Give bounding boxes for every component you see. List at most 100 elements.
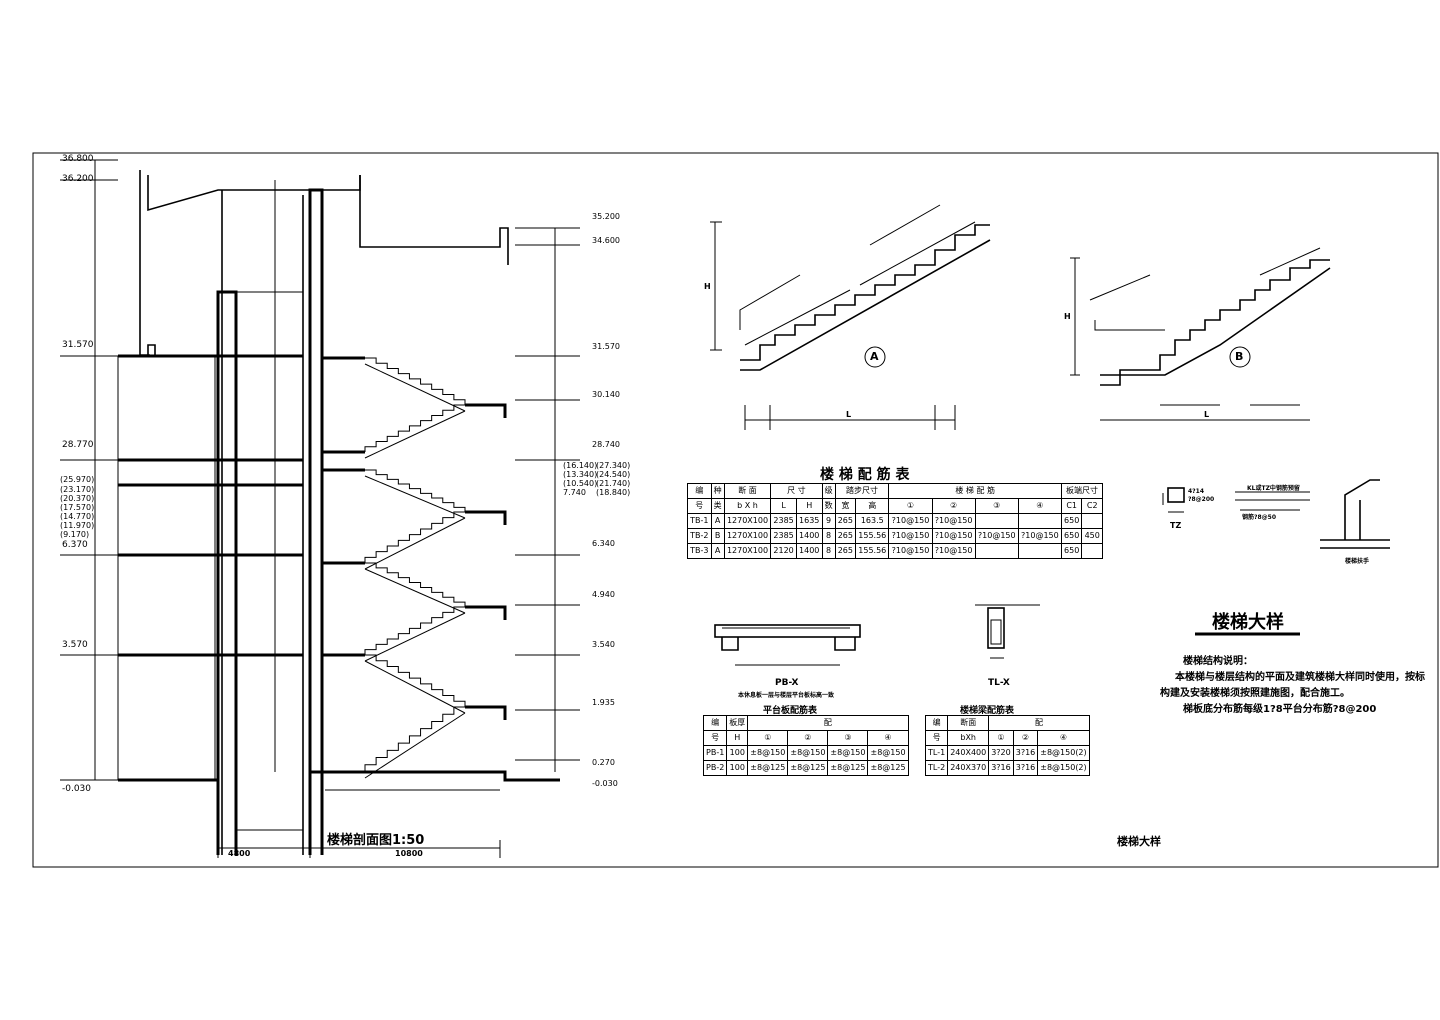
table-cell: 2385 <box>770 513 797 529</box>
detail-b-dim-l: L <box>1204 410 1210 419</box>
table-cell: 650 <box>1060 528 1083 544</box>
detail-b-label: B <box>1235 350 1244 363</box>
detail-a-drawing <box>710 204 991 430</box>
table-cell: PB-1 <box>702 745 728 761</box>
stair-section-drawing <box>60 159 580 858</box>
detail-a-dim-h: H <box>704 282 711 291</box>
table-cell: ±8@150 <box>867 745 909 761</box>
stair-flight <box>365 654 466 707</box>
table-cell: 265 <box>834 528 857 544</box>
table-cell: 3?20 <box>988 745 1014 761</box>
table-cell: PB-2 <box>702 760 728 776</box>
table-cell: 3?16 <box>988 760 1014 776</box>
stair-slab-soffit <box>364 475 466 519</box>
table-cell: 100 <box>726 745 749 761</box>
tz-dim-stirrup: ?8@200 <box>1188 496 1215 503</box>
table-cell: TL-1 <box>924 745 949 761</box>
table-cell: ?10@150 <box>888 543 933 559</box>
pb-table-title: 平台板配筋表 <box>763 706 818 716</box>
table-cell <box>974 543 1019 559</box>
detail-b-dim-h: H <box>1064 312 1071 321</box>
elevation-label: 28.740 <box>592 440 620 449</box>
elevation-label: (10.540) <box>563 479 598 488</box>
elevation-label: 3.570 <box>62 640 88 650</box>
detail-b-drawing <box>1070 247 1331 421</box>
table-cell: ?10@150 <box>1017 528 1062 544</box>
stair-slab-soffit <box>364 612 466 662</box>
table-cell: ?10@150 <box>931 543 976 559</box>
elevation-label: (24.540) <box>596 470 631 479</box>
core-wall <box>308 188 324 855</box>
elevation-label: (18.840) <box>596 488 631 497</box>
table-cell: 1270X100 <box>723 543 772 559</box>
table-cell: 2385 <box>770 528 797 544</box>
rail-label-3: 楼梯扶手 <box>1345 558 1370 565</box>
table-cell: 650 <box>1060 543 1083 559</box>
table-cell: 3?16 <box>1012 745 1039 761</box>
stair-flight <box>365 469 466 512</box>
elevation-label: (9.170) <box>60 530 90 539</box>
table-cell: ±8@125 <box>827 760 869 776</box>
table-cell <box>1017 513 1062 529</box>
elevation-label: (16.140) <box>563 461 598 470</box>
elevation-label: 34.600 <box>592 236 620 245</box>
stair-table-title: 楼 梯 配 筋 表 <box>820 467 910 483</box>
notes-heading: 楼梯结构说明： <box>1183 656 1253 667</box>
table-cell: 1635 <box>795 513 823 529</box>
pb-x-label: PB-X <box>775 678 799 688</box>
table-cell: 155.56 <box>855 528 890 544</box>
elevation-label: 35.200 <box>592 212 620 221</box>
dim-bottom-2: 10800 <box>395 849 423 858</box>
tz-drawing <box>1162 487 1185 513</box>
table-cell: 100 <box>726 760 749 776</box>
elevation-label: (20.370) <box>60 494 95 503</box>
table-cell: A <box>710 513 725 529</box>
table-cell: 9 <box>821 513 836 529</box>
elevation-label: (11.970) <box>60 521 95 530</box>
elevation-label: (21.740) <box>596 479 631 488</box>
tz-label: TZ <box>1170 521 1182 530</box>
table-cell <box>974 513 1019 529</box>
elevation-label: (25.970) <box>60 475 95 484</box>
stair-slab-soffit <box>364 712 466 779</box>
tl-x-drawing <box>975 604 1040 659</box>
table-cell: ±8@150 <box>747 745 789 761</box>
stair-flight <box>364 511 465 563</box>
table-cell: 450 <box>1081 528 1103 544</box>
left-wall <box>216 290 238 855</box>
table-cell: 1400 <box>795 528 823 544</box>
elevation-label: (27.340) <box>596 461 631 470</box>
stair-slab-soffit <box>364 363 466 412</box>
elevation-label: (14.770) <box>60 512 95 521</box>
table-cell: ?10@150 <box>931 513 976 529</box>
table-cell: 1400 <box>795 543 823 559</box>
stair-slab-soffit <box>364 660 466 714</box>
elevation-label: -0.030 <box>592 779 618 788</box>
detail-a-label: A <box>870 350 879 363</box>
table-cell: A <box>710 543 725 559</box>
table-cell: ?10@150 <box>974 528 1019 544</box>
elevation-label: 3.540 <box>592 640 615 649</box>
table-cell: ?10@150 <box>931 528 976 544</box>
table-cell: ±8@150(2) <box>1037 760 1090 776</box>
table-cell: 1270X100 <box>723 528 772 544</box>
elevation-label: 4.940 <box>592 590 615 599</box>
table-cell <box>1017 543 1062 559</box>
dim-bottom-1: 4800 <box>228 849 251 858</box>
table-cell: ±8@125 <box>747 760 789 776</box>
table-cell: TL-2 <box>924 760 949 776</box>
table-cell: 8 <box>821 528 836 544</box>
elevation-label: (17.570) <box>60 503 95 512</box>
rail-detail-drawing <box>1235 479 1390 549</box>
tl-table-title: 楼梯梁配筋表 <box>960 706 1015 716</box>
elevation-label: 28.770 <box>62 440 94 450</box>
stair-flight <box>365 357 466 405</box>
table-cell: 265 <box>834 543 857 559</box>
elevation-label: 0.270 <box>592 758 615 767</box>
